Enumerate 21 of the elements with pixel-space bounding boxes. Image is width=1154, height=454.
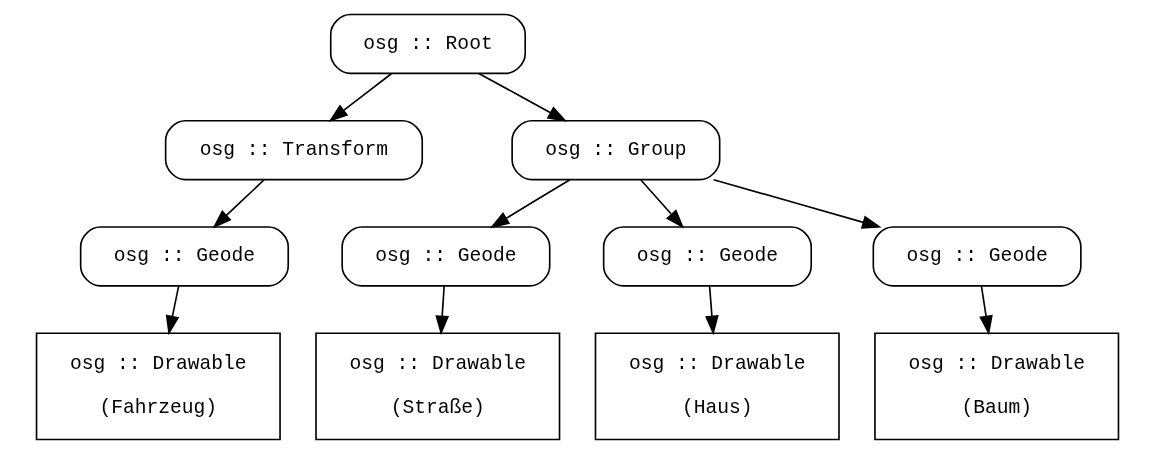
node-box: osg :: Geode — [872, 226, 1082, 287]
arrow — [165, 285, 179, 336]
arrow — [978, 285, 993, 336]
arrow — [212, 179, 265, 229]
node-box: osg :: Geode — [602, 226, 812, 287]
node-box: osg :: Geode — [340, 226, 551, 287]
node-box: osg :: Transform — [164, 119, 423, 181]
arrow — [434, 285, 449, 336]
node-box: osg :: Group — [510, 119, 720, 181]
arrow — [328, 72, 392, 122]
node-box: osg :: Drawable (Haus) — [594, 332, 840, 441]
arrow — [477, 72, 567, 122]
node-box: osg :: Geode — [79, 226, 289, 287]
node-box: osg :: Drawable (Straße) — [314, 332, 560, 441]
node-box: osg :: Drawable (Fahrzeug) — [35, 332, 281, 441]
node-box: osg :: Root — [329, 13, 526, 75]
arrow — [712, 178, 882, 229]
node-box: osg :: Drawable (Baum) — [873, 332, 1119, 441]
arrow — [489, 178, 571, 229]
arrow — [639, 179, 684, 229]
arrow — [704, 285, 719, 336]
